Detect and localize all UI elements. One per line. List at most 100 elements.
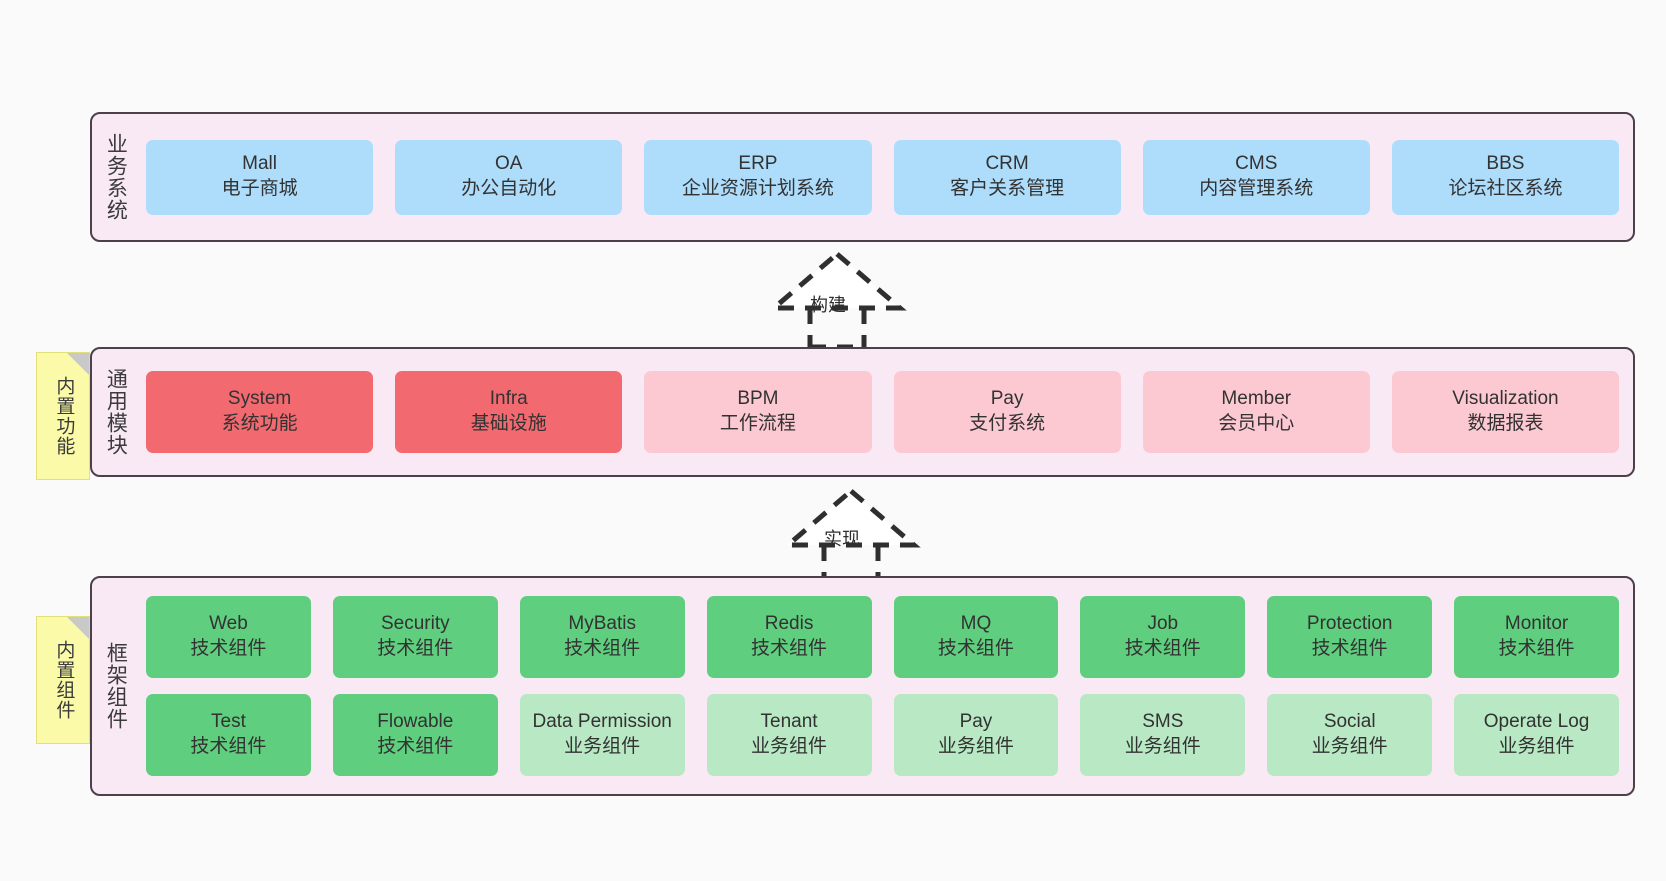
note-fold-corner-icon — [67, 617, 89, 639]
card-subtitle: 系统功能 — [221, 413, 298, 434]
card-subtitle: 技术组件 — [190, 736, 267, 757]
card-job[interactable]: Job 技术组件 — [1080, 596, 1246, 678]
card-sms[interactable]: SMS 业务组件 — [1080, 694, 1246, 776]
arrow-build-label: 构建 — [810, 295, 846, 315]
layer-label-business-system: 业务系统 — [104, 133, 128, 221]
note-label: 内置功能 — [53, 376, 75, 456]
card-subtitle: 技术组件 — [564, 638, 641, 659]
card-security[interactable]: Security 技术组件 — [332, 596, 498, 678]
card-title: BPM — [737, 388, 779, 410]
card-subtitle: 业务组件 — [1311, 736, 1388, 757]
card-subtitle: 技术组件 — [1498, 638, 1575, 659]
card-title: System — [227, 388, 292, 410]
card-title: Monitor — [1504, 613, 1569, 635]
card-mybatis[interactable]: MyBatis 技术组件 — [519, 596, 685, 678]
card-subtitle: 企业资源计划系统 — [681, 178, 834, 199]
card-oa[interactable]: OA 办公自动化 — [395, 139, 623, 215]
card-title: Redis — [764, 613, 814, 635]
card-operate-log[interactable]: Operate Log 业务组件 — [1454, 694, 1619, 776]
card-redis[interactable]: Redis 技术组件 — [706, 596, 872, 678]
card-subtitle: 会员中心 — [1218, 413, 1295, 434]
card-title: Protection — [1306, 613, 1393, 635]
card-cms[interactable]: CMS 内容管理系统 — [1142, 139, 1370, 215]
card-web[interactable]: Web 技术组件 — [146, 596, 311, 678]
card-infra[interactable]: Infra 基础设施 — [395, 371, 623, 453]
card-subtitle: 技术组件 — [751, 638, 828, 659]
layer-framework-component: 框架组件 Web 技术组件 Security 技术组件 MyBatis 技术组件… — [90, 576, 1635, 796]
card-title: Visualization — [1452, 388, 1559, 410]
card-subtitle: 电子商城 — [221, 178, 298, 199]
card-title: Mall — [242, 153, 277, 175]
card-bpm[interactable]: BPM 工作流程 — [644, 371, 872, 453]
arrow-implement-label: 实现 — [824, 529, 860, 549]
layer-business-system: 业务系统 Mall 电子商城 OA 办公自动化 ERP 企业资源计划系统 CRM… — [90, 112, 1635, 242]
layer-label-framework-component: 框架组件 — [104, 642, 128, 730]
card-monitor[interactable]: Monitor 技术组件 — [1454, 596, 1619, 678]
card-test[interactable]: Test 技术组件 — [146, 694, 311, 776]
layer-common-module: 通用模块 System 系统功能 Infra 基础设施 BPM 工作流程 Pay… — [90, 347, 1635, 477]
card-pay[interactable]: Pay 支付系统 — [893, 371, 1121, 453]
card-title: Data Permission — [532, 711, 672, 733]
card-title: BBS — [1486, 153, 1525, 175]
card-title: Social — [1323, 711, 1376, 733]
card-subtitle: 技术组件 — [190, 638, 267, 659]
card-visualization[interactable]: Visualization 数据报表 — [1391, 371, 1620, 453]
card-title: Security — [380, 613, 450, 635]
card-erp[interactable]: ERP 企业资源计划系统 — [644, 139, 872, 215]
card-row: Mall 电子商城 OA 办公自动化 ERP 企业资源计划系统 CRM 客户关系… — [146, 139, 1620, 215]
note-builtin-function: 内置功能 — [36, 352, 90, 480]
card-title: Pay — [959, 711, 993, 733]
card-subtitle: 业务组件 — [937, 736, 1014, 757]
card-title: SMS — [1142, 711, 1184, 733]
card-bbs[interactable]: BBS 论坛社区系统 — [1391, 139, 1620, 215]
card-subtitle: 客户关系管理 — [950, 178, 1065, 199]
card-title: ERP — [738, 153, 778, 175]
card-title: Web — [209, 613, 248, 635]
card-data-permission[interactable]: Data Permission 业务组件 — [519, 694, 685, 776]
card-row: Test 技术组件 Flowable 技术组件 Data Permission … — [146, 694, 1619, 776]
card-subtitle: 工作流程 — [719, 413, 796, 434]
card-subtitle: 业务组件 — [751, 736, 828, 757]
card-social[interactable]: Social 业务组件 — [1267, 694, 1433, 776]
card-subtitle: 业务组件 — [1498, 736, 1575, 757]
card-subtitle: 论坛社区系统 — [1448, 178, 1563, 199]
card-mq[interactable]: MQ 技术组件 — [893, 596, 1059, 678]
card-member[interactable]: Member 会员中心 — [1142, 371, 1370, 453]
layer-body-framework-component: Web 技术组件 Security 技术组件 MyBatis 技术组件 Redi… — [138, 578, 1633, 794]
card-title: CMS — [1235, 153, 1278, 175]
card-crm[interactable]: CRM 客户关系管理 — [893, 139, 1121, 215]
card-title: Tenant — [760, 711, 818, 733]
card-title: Infra — [489, 388, 528, 410]
card-pay-business[interactable]: Pay 业务组件 — [893, 694, 1059, 776]
card-tenant[interactable]: Tenant 业务组件 — [706, 694, 872, 776]
layer-body-business-system: Mall 电子商城 OA 办公自动化 ERP 企业资源计划系统 CRM 客户关系… — [138, 114, 1633, 240]
card-subtitle: 业务组件 — [564, 736, 641, 757]
card-system[interactable]: System 系统功能 — [146, 371, 374, 453]
card-title: Operate Log — [1483, 711, 1590, 733]
card-title: Flowable — [377, 711, 454, 733]
card-mall[interactable]: Mall 电子商城 — [146, 139, 374, 215]
card-flowable[interactable]: Flowable 技术组件 — [332, 694, 498, 776]
note-builtin-component: 内置组件 — [36, 616, 90, 744]
card-title: MQ — [960, 613, 992, 635]
layer-label-common-module: 通用模块 — [104, 368, 128, 456]
card-subtitle: 技术组件 — [377, 638, 454, 659]
card-subtitle: 办公自动化 — [461, 178, 557, 199]
card-subtitle: 技术组件 — [937, 638, 1014, 659]
card-subtitle: 数据报表 — [1467, 413, 1544, 434]
card-title: Member — [1221, 388, 1292, 410]
card-subtitle: 基础设施 — [470, 413, 547, 434]
card-subtitle: 业务组件 — [1124, 736, 1201, 757]
card-subtitle: 技术组件 — [1311, 638, 1388, 659]
card-row: System 系统功能 Infra 基础设施 BPM 工作流程 Pay 支付系统… — [146, 371, 1620, 453]
card-title: Job — [1147, 613, 1179, 635]
card-subtitle: 技术组件 — [1124, 638, 1201, 659]
card-title: MyBatis — [568, 613, 636, 635]
card-subtitle: 支付系统 — [969, 413, 1046, 434]
card-title: OA — [495, 153, 523, 175]
card-title: Pay — [990, 388, 1024, 410]
card-protection[interactable]: Protection 技术组件 — [1267, 596, 1433, 678]
card-subtitle: 技术组件 — [377, 736, 454, 757]
card-row: Web 技术组件 Security 技术组件 MyBatis 技术组件 Redi… — [146, 596, 1619, 678]
